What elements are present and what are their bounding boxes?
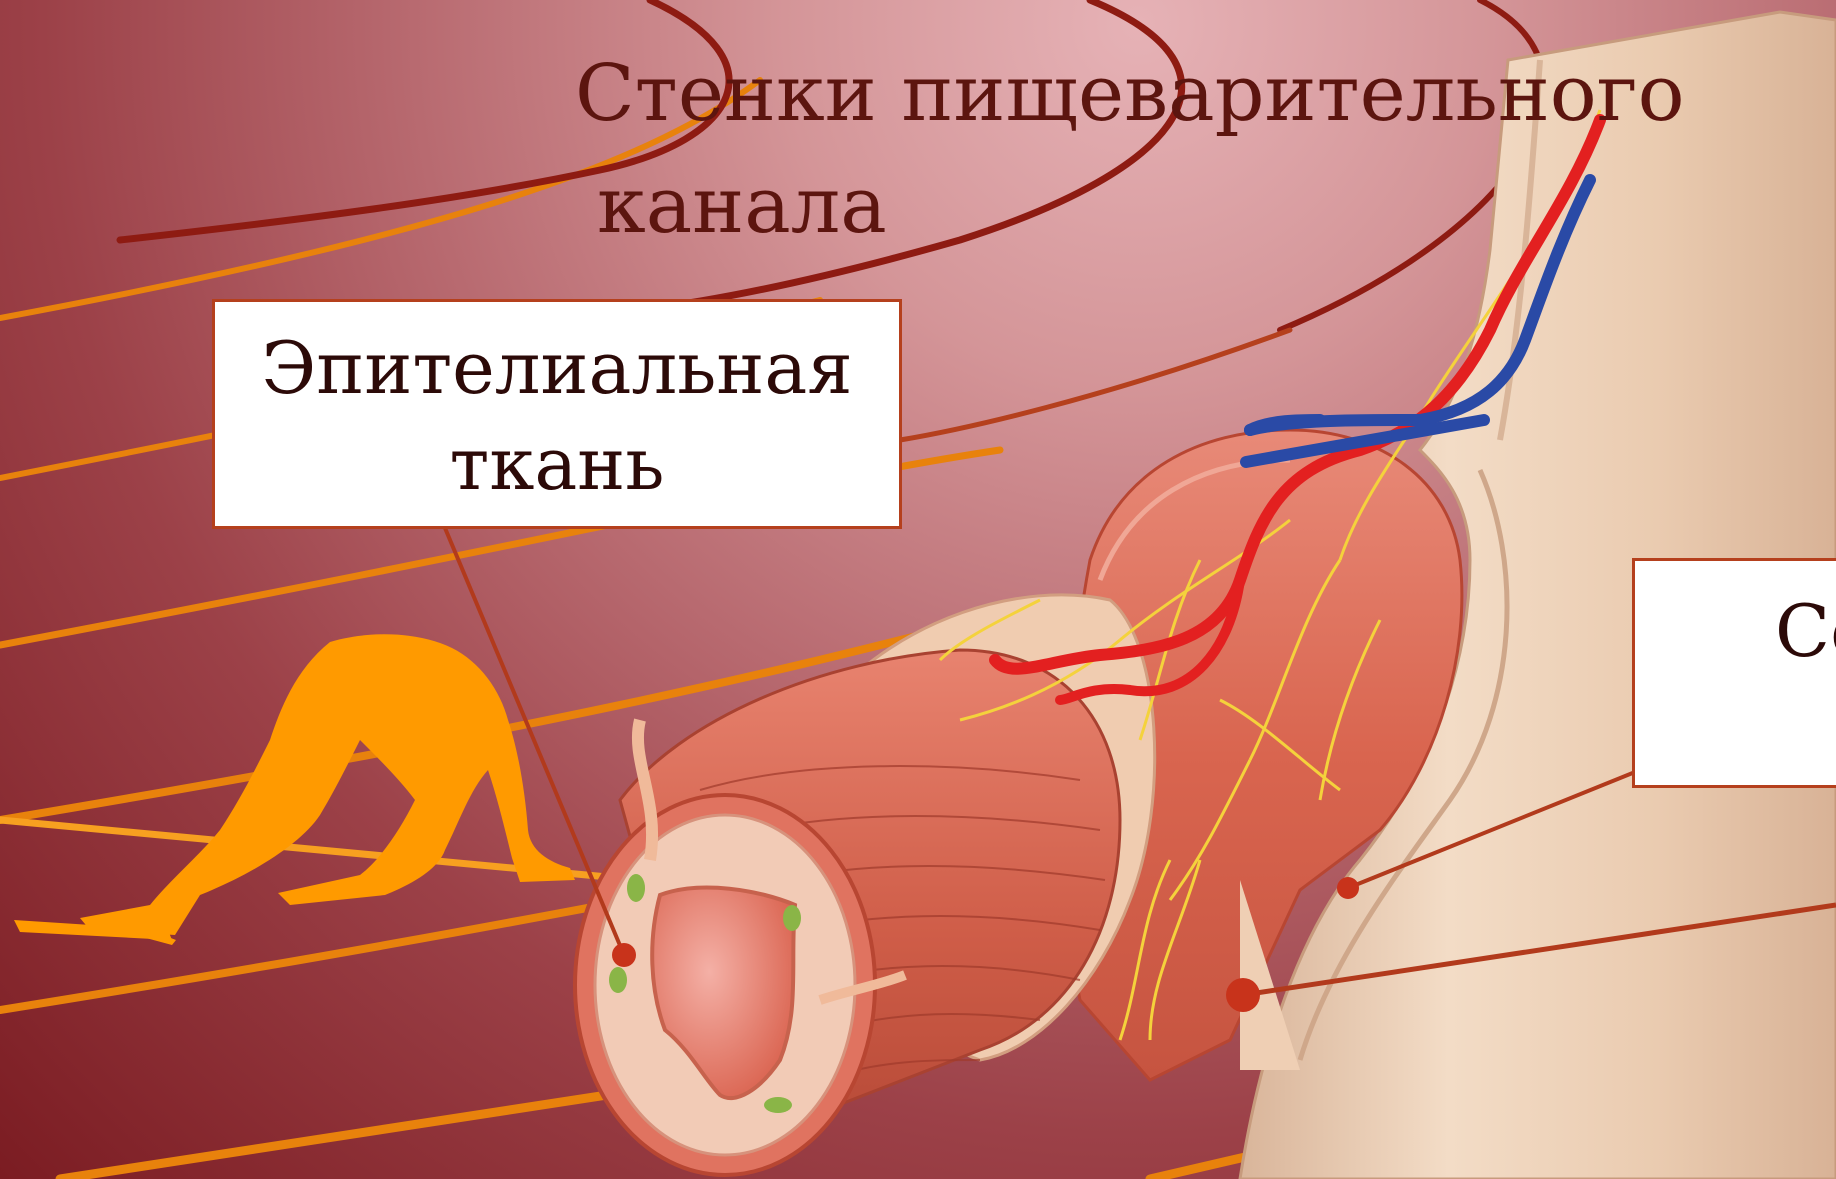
label-right-partial: Со (1632, 558, 1836, 788)
slide-title-line1: Стенки пищеварительного (575, 49, 1685, 139)
slide-title: Стенки пищеварительного канала (575, 38, 1805, 262)
label-epithelial-line1: Эпителиальная (215, 320, 899, 416)
label-right-partial-text: Со (1775, 583, 1836, 679)
label-epithelial-line2: ткань (215, 416, 899, 512)
slide-title-line2: канала (575, 150, 1805, 262)
runner-silhouette-icon (14, 634, 575, 945)
label-epithelial-tissue: Эпителиальная ткань (212, 299, 902, 529)
